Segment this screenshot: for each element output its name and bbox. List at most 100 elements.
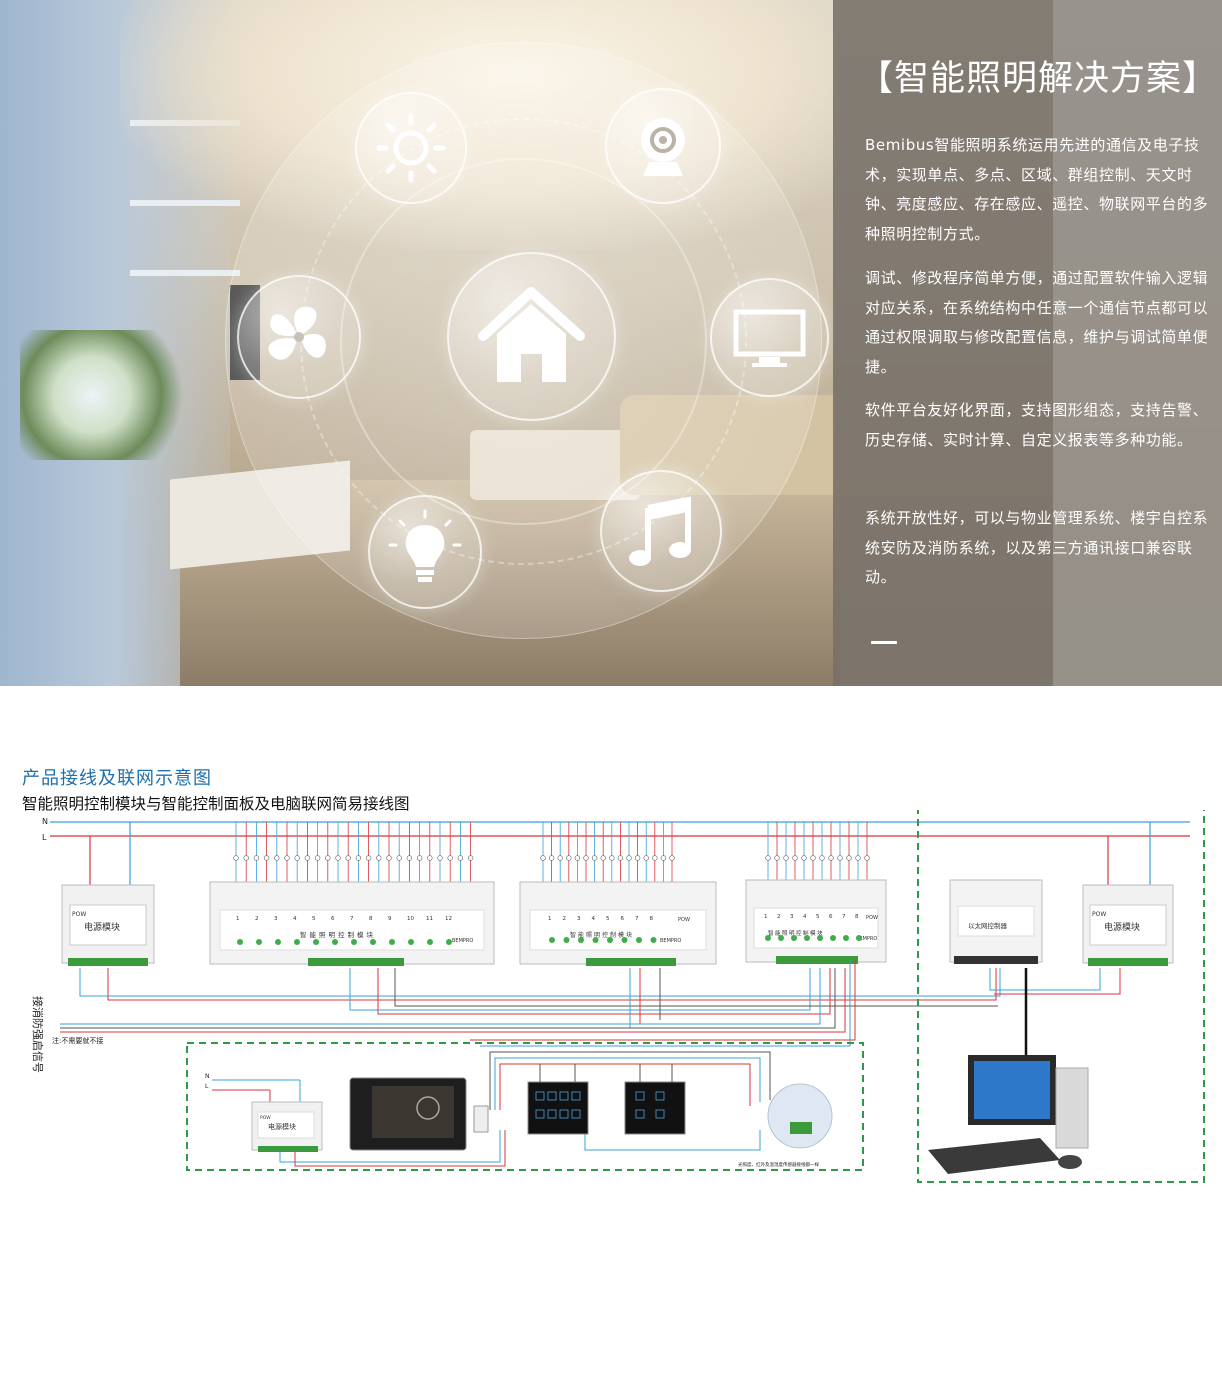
- lamp-symbol: [828, 855, 834, 861]
- info-panel-accent: [1053, 0, 1222, 686]
- touch-screen-panel: [349, 1077, 489, 1151]
- lamp-symbol: [819, 855, 825, 861]
- lamp-symbol: [263, 855, 270, 861]
- lamp-symbol: [325, 855, 331, 861]
- bus-wires: [60, 960, 1121, 1047]
- channel-number: 8: [855, 914, 859, 920]
- lamp-symbol: [233, 855, 239, 861]
- lamp-symbol: [243, 855, 249, 861]
- pow-label: POW: [72, 911, 86, 918]
- controller-label: 智能照明控制模块: [570, 931, 634, 939]
- sensor-note: 光照度、红外及温湿度传感器接线都一样: [738, 1161, 819, 1168]
- lamp-symbol: [253, 855, 260, 861]
- brand-label: BEMPRO: [452, 938, 473, 944]
- power-module-left: POW 电源模块: [61, 884, 155, 966]
- lamp-symbol: [557, 855, 563, 861]
- channel-number: 4: [293, 916, 297, 922]
- channel-number: 11: [426, 916, 433, 922]
- channel-indicator: [427, 939, 433, 945]
- pow-label: POW: [260, 1115, 271, 1121]
- channel-number: 3: [274, 916, 278, 922]
- note-label: 注:不需要就不接: [52, 1036, 103, 1045]
- lamp-symbol: [634, 855, 641, 861]
- divider: [871, 641, 897, 644]
- channel-number: 3: [577, 916, 581, 922]
- lamp-symbol: [457, 855, 464, 861]
- channel-number: 12: [445, 916, 452, 922]
- channel-number: 5: [606, 916, 610, 922]
- lamp-symbol: [660, 855, 667, 861]
- lamp-symbol: [591, 855, 598, 861]
- lamp-symbol: [540, 855, 546, 861]
- line-l-label: L: [42, 833, 47, 842]
- brand-label: BEMPRO: [856, 936, 877, 942]
- channel-indicator: [650, 937, 657, 943]
- channel-indicator: [446, 939, 452, 945]
- camera-icon: [605, 88, 721, 204]
- channel-indicator: [636, 937, 642, 943]
- lamp-symbol: [335, 855, 341, 861]
- power-module-label: 电源模块: [268, 1122, 296, 1131]
- home-icon: [447, 252, 616, 421]
- channel-indicator: [856, 935, 862, 941]
- channel-indicator: [294, 939, 300, 945]
- power-module-right: POW 电源模块: [1082, 884, 1174, 966]
- channel-indicator: [563, 937, 570, 943]
- channel-indicator: [256, 939, 262, 945]
- channel-indicator: [607, 937, 613, 943]
- lamp-symbol: [566, 855, 572, 861]
- lamp-group: [233, 822, 870, 882]
- channel-indicator: [621, 937, 628, 943]
- lamp-symbol: [437, 855, 443, 861]
- channel-indicator: [791, 935, 797, 941]
- channel-indicator: [408, 939, 414, 945]
- channel-indicator: [578, 937, 584, 943]
- hero-title: 【智能照明解决方案】: [858, 59, 1219, 99]
- lamp-symbol: [810, 855, 816, 861]
- channel-number: 6: [331, 916, 335, 922]
- power-module-small: N L POW 电源模块: [205, 1073, 323, 1152]
- hero-banner: 【智能照明解决方案】 Bemibus智能照明系统运用先进的通信及电子技术，实现单…: [0, 0, 1222, 686]
- sensor: 光照度、红外及温湿度传感器接线都一样: [738, 1083, 833, 1168]
- lamp-symbol: [294, 855, 300, 861]
- channel-number: 7: [350, 916, 354, 922]
- lamp-symbol: [864, 855, 870, 861]
- pc-network-box: [917, 801, 1205, 1183]
- channel-number: 1: [764, 914, 768, 920]
- lamp-symbol: [643, 855, 649, 861]
- pow-label: POW: [1092, 911, 1106, 918]
- fire-signal-label: 接消防强启信号: [31, 996, 45, 1073]
- lamp-symbol: [406, 855, 413, 861]
- lamp-symbol: [669, 855, 675, 861]
- channel-number: 4: [592, 916, 596, 922]
- pow-label: POW: [866, 915, 878, 921]
- channel-number: 10: [407, 916, 414, 922]
- lamp-symbol: [365, 855, 372, 861]
- shelf: [130, 270, 240, 276]
- hero-paragraph: 软件平台友好化界面，支持图形组态，支持告警、历史存储、实时计算、自定义报表等多种…: [865, 401, 1209, 449]
- lamp-symbol: [447, 855, 453, 861]
- line-n-label: N: [42, 817, 48, 826]
- lamp-symbol: [416, 855, 423, 861]
- channel-indicator: [817, 935, 823, 941]
- channel-indicator: [275, 939, 281, 945]
- ethernet-label: 以太网控制器: [968, 921, 1008, 930]
- lamp-symbol: [765, 855, 771, 861]
- switch-panel-b: [624, 1081, 686, 1135]
- fan-icon: [237, 275, 361, 399]
- monitor-icon: [710, 278, 829, 397]
- lamp-symbol: [626, 855, 632, 861]
- line-l-label: L: [205, 1083, 209, 1090]
- lamp-symbol: [548, 855, 555, 861]
- lamp-symbol: [583, 855, 589, 861]
- controller-label: 智能照明控制模块: [768, 929, 824, 937]
- diagram-title: 产品接线及联网示意图: [22, 768, 212, 789]
- lamp-symbol: [774, 855, 780, 861]
- channel-indicator: [765, 935, 771, 941]
- channel-number: 4: [803, 914, 807, 920]
- lamp-symbol: [274, 855, 280, 861]
